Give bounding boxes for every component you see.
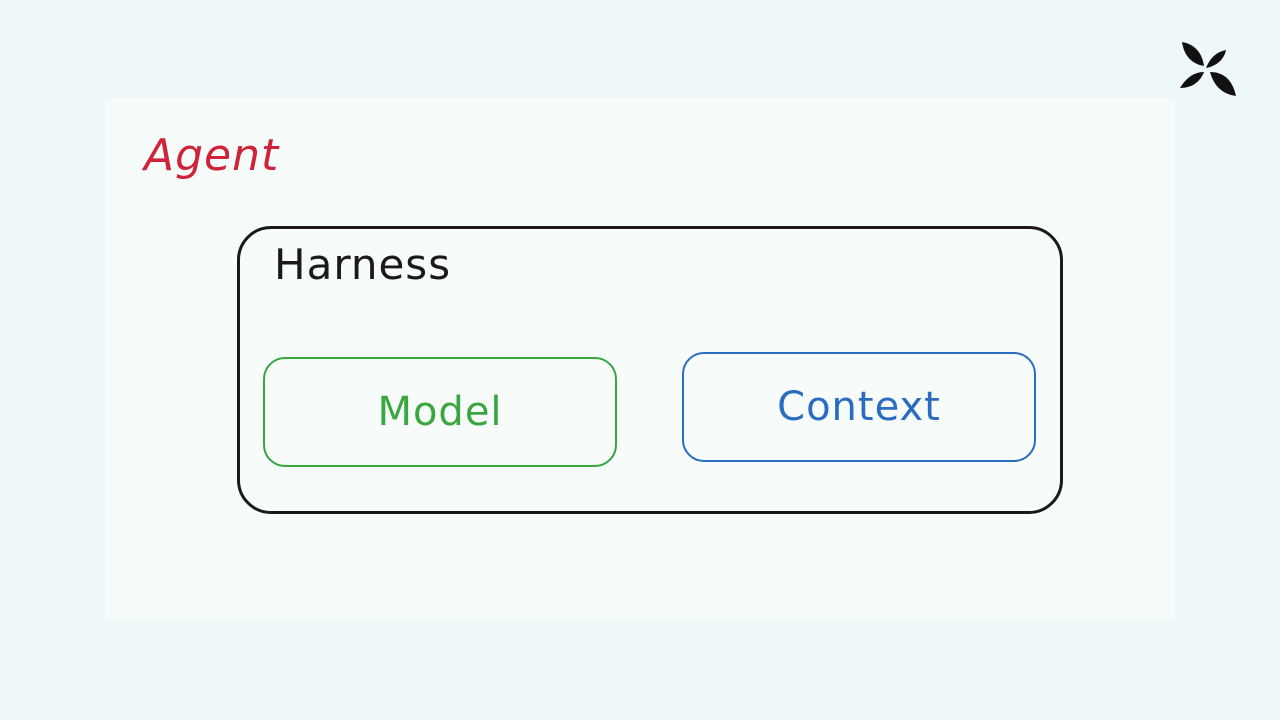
harness-box [237, 226, 1063, 514]
context-label: Context [777, 384, 941, 430]
model-label: Model [377, 389, 503, 435]
context-box: Context [682, 352, 1036, 462]
model-box: Model [263, 357, 617, 467]
agent-label: Agent [144, 130, 280, 181]
brand-logo-icon [1176, 38, 1240, 102]
harness-label: Harness [274, 240, 452, 289]
